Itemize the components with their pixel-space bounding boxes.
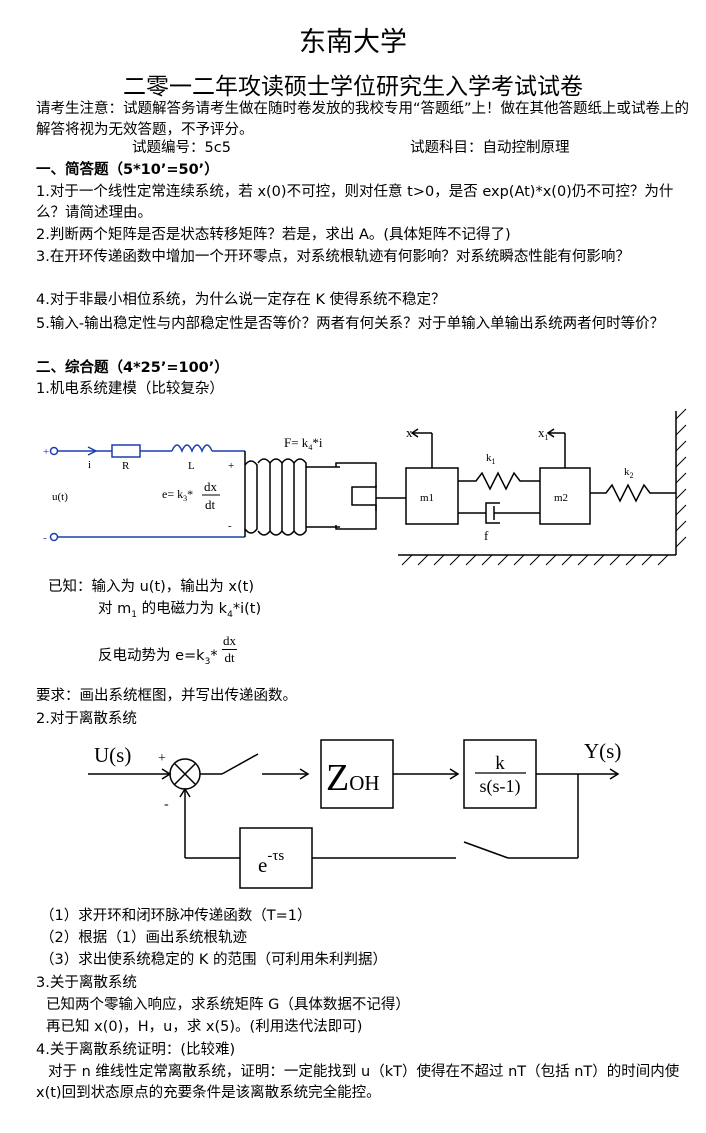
exam-code: 试题编号：5c5 [132, 140, 231, 156]
question-1: 1.对于一个线性定常连续系统，若 x(0)不可控，则对任意 t>0，是否 exp… [36, 184, 674, 221]
given-back-emf-fraction: dx dt [222, 633, 237, 665]
fig2-input-label: U(s) [94, 743, 131, 767]
exam-title: 二零一二年攻读硕士学位研究生入学考试试卷 [123, 74, 583, 100]
fig2-plus: + [158, 751, 166, 766]
fig1-emf-label: e= k3* [162, 487, 193, 503]
problem-2-part-2: （2）根据（1）画出系统根轨迹 [40, 930, 247, 946]
problem-2-part-3: （3）求出使系统稳定的 K 的范围（可利用朱利判据） [40, 952, 387, 968]
problem-3-title: 3.关于离散系统 [36, 975, 137, 991]
section2-heading: 二、综合题（4*25’=100’） [36, 360, 229, 376]
fig1-coil-minus: - [228, 520, 232, 532]
fig1-emf-dx: dx [204, 479, 218, 494]
fig1-k2-label: k2 [624, 466, 634, 480]
problem-4-body: 对于 n 维线性定常离散系统，证明：一定能找到 u（kT）使得在不超过 nT（包… [36, 1064, 680, 1101]
fig1-force-label: F= k4*i [284, 435, 323, 452]
zoh-block-label: ZOH [326, 757, 380, 799]
fig1-x1-label: x1 [538, 425, 549, 442]
fig1-k1-label: k1 [486, 452, 496, 466]
problem-2-title: 2.对于离散系统 [36, 711, 137, 727]
question-5: 5.输入-输出稳定性与内部稳定性是否等价？两者有何关系？对于单输入单输出系统两者… [36, 316, 665, 332]
section1-heading: 一、简答题（5*10’=50’） [36, 162, 219, 178]
question-2: 2.判断两个矩阵是否是状态转移矩阵？若是，求出 A。(具体矩阵不记得了) [36, 227, 511, 243]
problem-4-title: 4.关于离散系统证明：(比较难) [36, 1042, 236, 1058]
question-4: 4.对于非最小相位系统，为什么说一定存在 K 使得系统不稳定？ [36, 292, 446, 308]
given-force: 对 m1 的电磁力为 k4*i(t) [98, 601, 262, 620]
fig1-current-label: i [88, 459, 91, 471]
delay-block-label: e-τs [258, 848, 284, 877]
fig1-input-label: u(t) [52, 491, 68, 503]
notice: 请考生注意：试题解答务请考生做在随时卷发放的我校专用“答题纸”上！做在其他答题纸… [36, 101, 690, 138]
problem-3-line-1: 已知两个零输入响应，求系统矩阵 G（具体数据不记得） [46, 997, 410, 1013]
fig1-inductor-label: L [188, 460, 195, 472]
problem-3-line-2: 再已知 x(0)，H，u，求 x(5)。(利用迭代法即可) [46, 1019, 363, 1035]
given-back-emf: 反电动势为 e=k3* [98, 648, 218, 667]
fig1-m1-label: m1 [420, 492, 434, 504]
plant-denominator: s(s-1) [480, 776, 521, 797]
requirement: 要求：画出系统框图，并写出传递函数。 [36, 688, 297, 704]
fig1-plus: + [43, 446, 49, 458]
question-3: 3.在开环传递函数中增加一个开环零点，对系统根轨迹有何影响？对系统瞬态性能有何影… [36, 249, 630, 265]
given-input-output: 已知：输入为 u(t)，输出为 x(t) [48, 579, 254, 595]
fig1-f-label: f [484, 528, 489, 543]
fig2-minus: - [164, 797, 169, 812]
exam-subject: 试题科目：自动控制原理 [410, 140, 570, 156]
fig1-resistor-label: R [122, 460, 130, 472]
fig1-minus: - [43, 532, 47, 544]
fig1-m2-label: m2 [554, 492, 568, 504]
fig1-x-label: x [406, 425, 413, 440]
fig1-coil-plus: + [228, 460, 234, 472]
fig1-emf-dt: dt [205, 497, 216, 512]
university-title: 东南大学 [299, 27, 407, 58]
discrete-system-block-diagram: U(s) Y(s) + - ZOH k s(s-1) e-τs [88, 739, 621, 889]
plant-numerator: k [495, 753, 505, 774]
fig2-output-label: Y(s) [584, 739, 621, 763]
problem-2-part-1: （1）求开环和闭环脉冲传递函数（T=1） [40, 908, 312, 924]
problem-1-title: 1.机电系统建模（比较复杂） [36, 381, 224, 397]
electromechanical-system-figure: + - i R L u(t) + - x x1 k1 k2 m1 m2 f F=… [43, 408, 687, 566]
